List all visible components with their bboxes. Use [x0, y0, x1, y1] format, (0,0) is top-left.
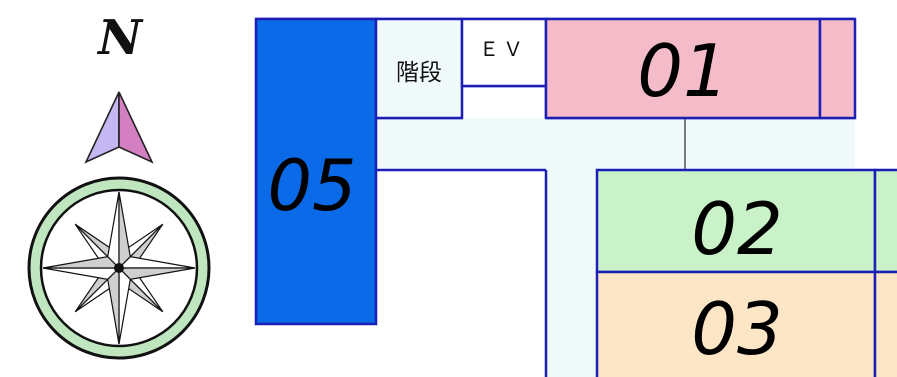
room-03-extension [873, 270, 897, 377]
stairs-label: 階段 [396, 60, 442, 86]
room-02 [595, 168, 877, 274]
compass-star-icon [42, 191, 196, 345]
room-03 [595, 270, 877, 377]
room-05-label: 05 [267, 145, 356, 227]
compass-rose: N [27, 10, 211, 360]
room-02-extension [873, 168, 897, 274]
elevator-label: ＥＶ [479, 37, 527, 61]
room-01 [544, 17, 822, 120]
room-01-annex [818, 17, 857, 120]
building-outline [254, 17, 897, 377]
room-01-label: 01 [637, 29, 729, 113]
room-02-label: 02 [691, 187, 783, 271]
elevator-room [460, 17, 548, 88]
north-label: N [96, 10, 144, 66]
room-03-label: 03 [691, 287, 783, 371]
room-05 [254, 17, 378, 326]
north-arrow-icon [84, 91, 154, 164]
compass-star-point-shade [42, 256, 121, 269]
